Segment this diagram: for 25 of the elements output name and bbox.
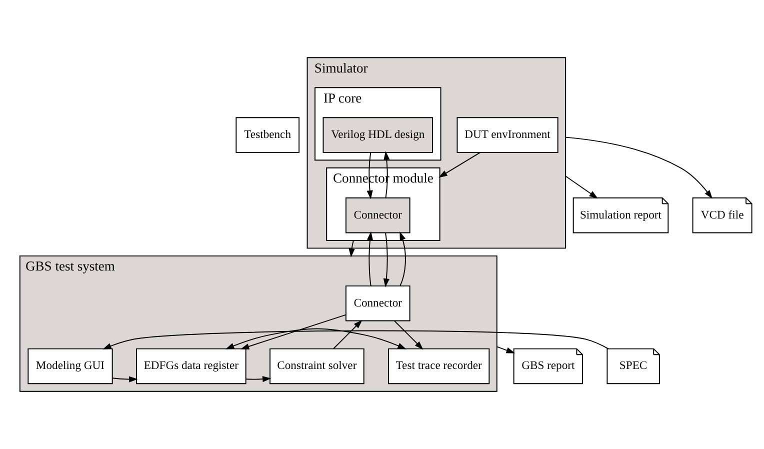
arrow: [383, 232, 390, 288]
node-box: Verilog HDL design: [322, 117, 434, 153]
arrow: [400, 232, 406, 286]
arrow: [348, 240, 355, 258]
arrow: [496, 346, 516, 354]
node-box: Connector: [345, 197, 410, 234]
node-box: Test trace recorder: [388, 348, 490, 384]
arrow: [565, 176, 598, 199]
arrow: [240, 314, 346, 350]
node-box: Modeling GUI: [28, 348, 113, 384]
arrow: [366, 231, 374, 286]
arrow: [394, 320, 424, 350]
node-box: EDFGs data register: [136, 348, 246, 384]
arrow: [438, 152, 481, 178]
arrow: [112, 376, 138, 382]
arrow: [565, 136, 712, 199]
node-box: Testbench: [236, 117, 300, 153]
arrow: [102, 330, 609, 350]
node-box: Constraint solver: [270, 348, 364, 384]
arrow: [384, 151, 390, 198]
arrow: [245, 376, 272, 382]
node-box: DUT envIronment: [456, 117, 558, 153]
arrow: [225, 328, 406, 350]
arrow: [333, 320, 362, 350]
node-box: Connector: [345, 285, 410, 322]
